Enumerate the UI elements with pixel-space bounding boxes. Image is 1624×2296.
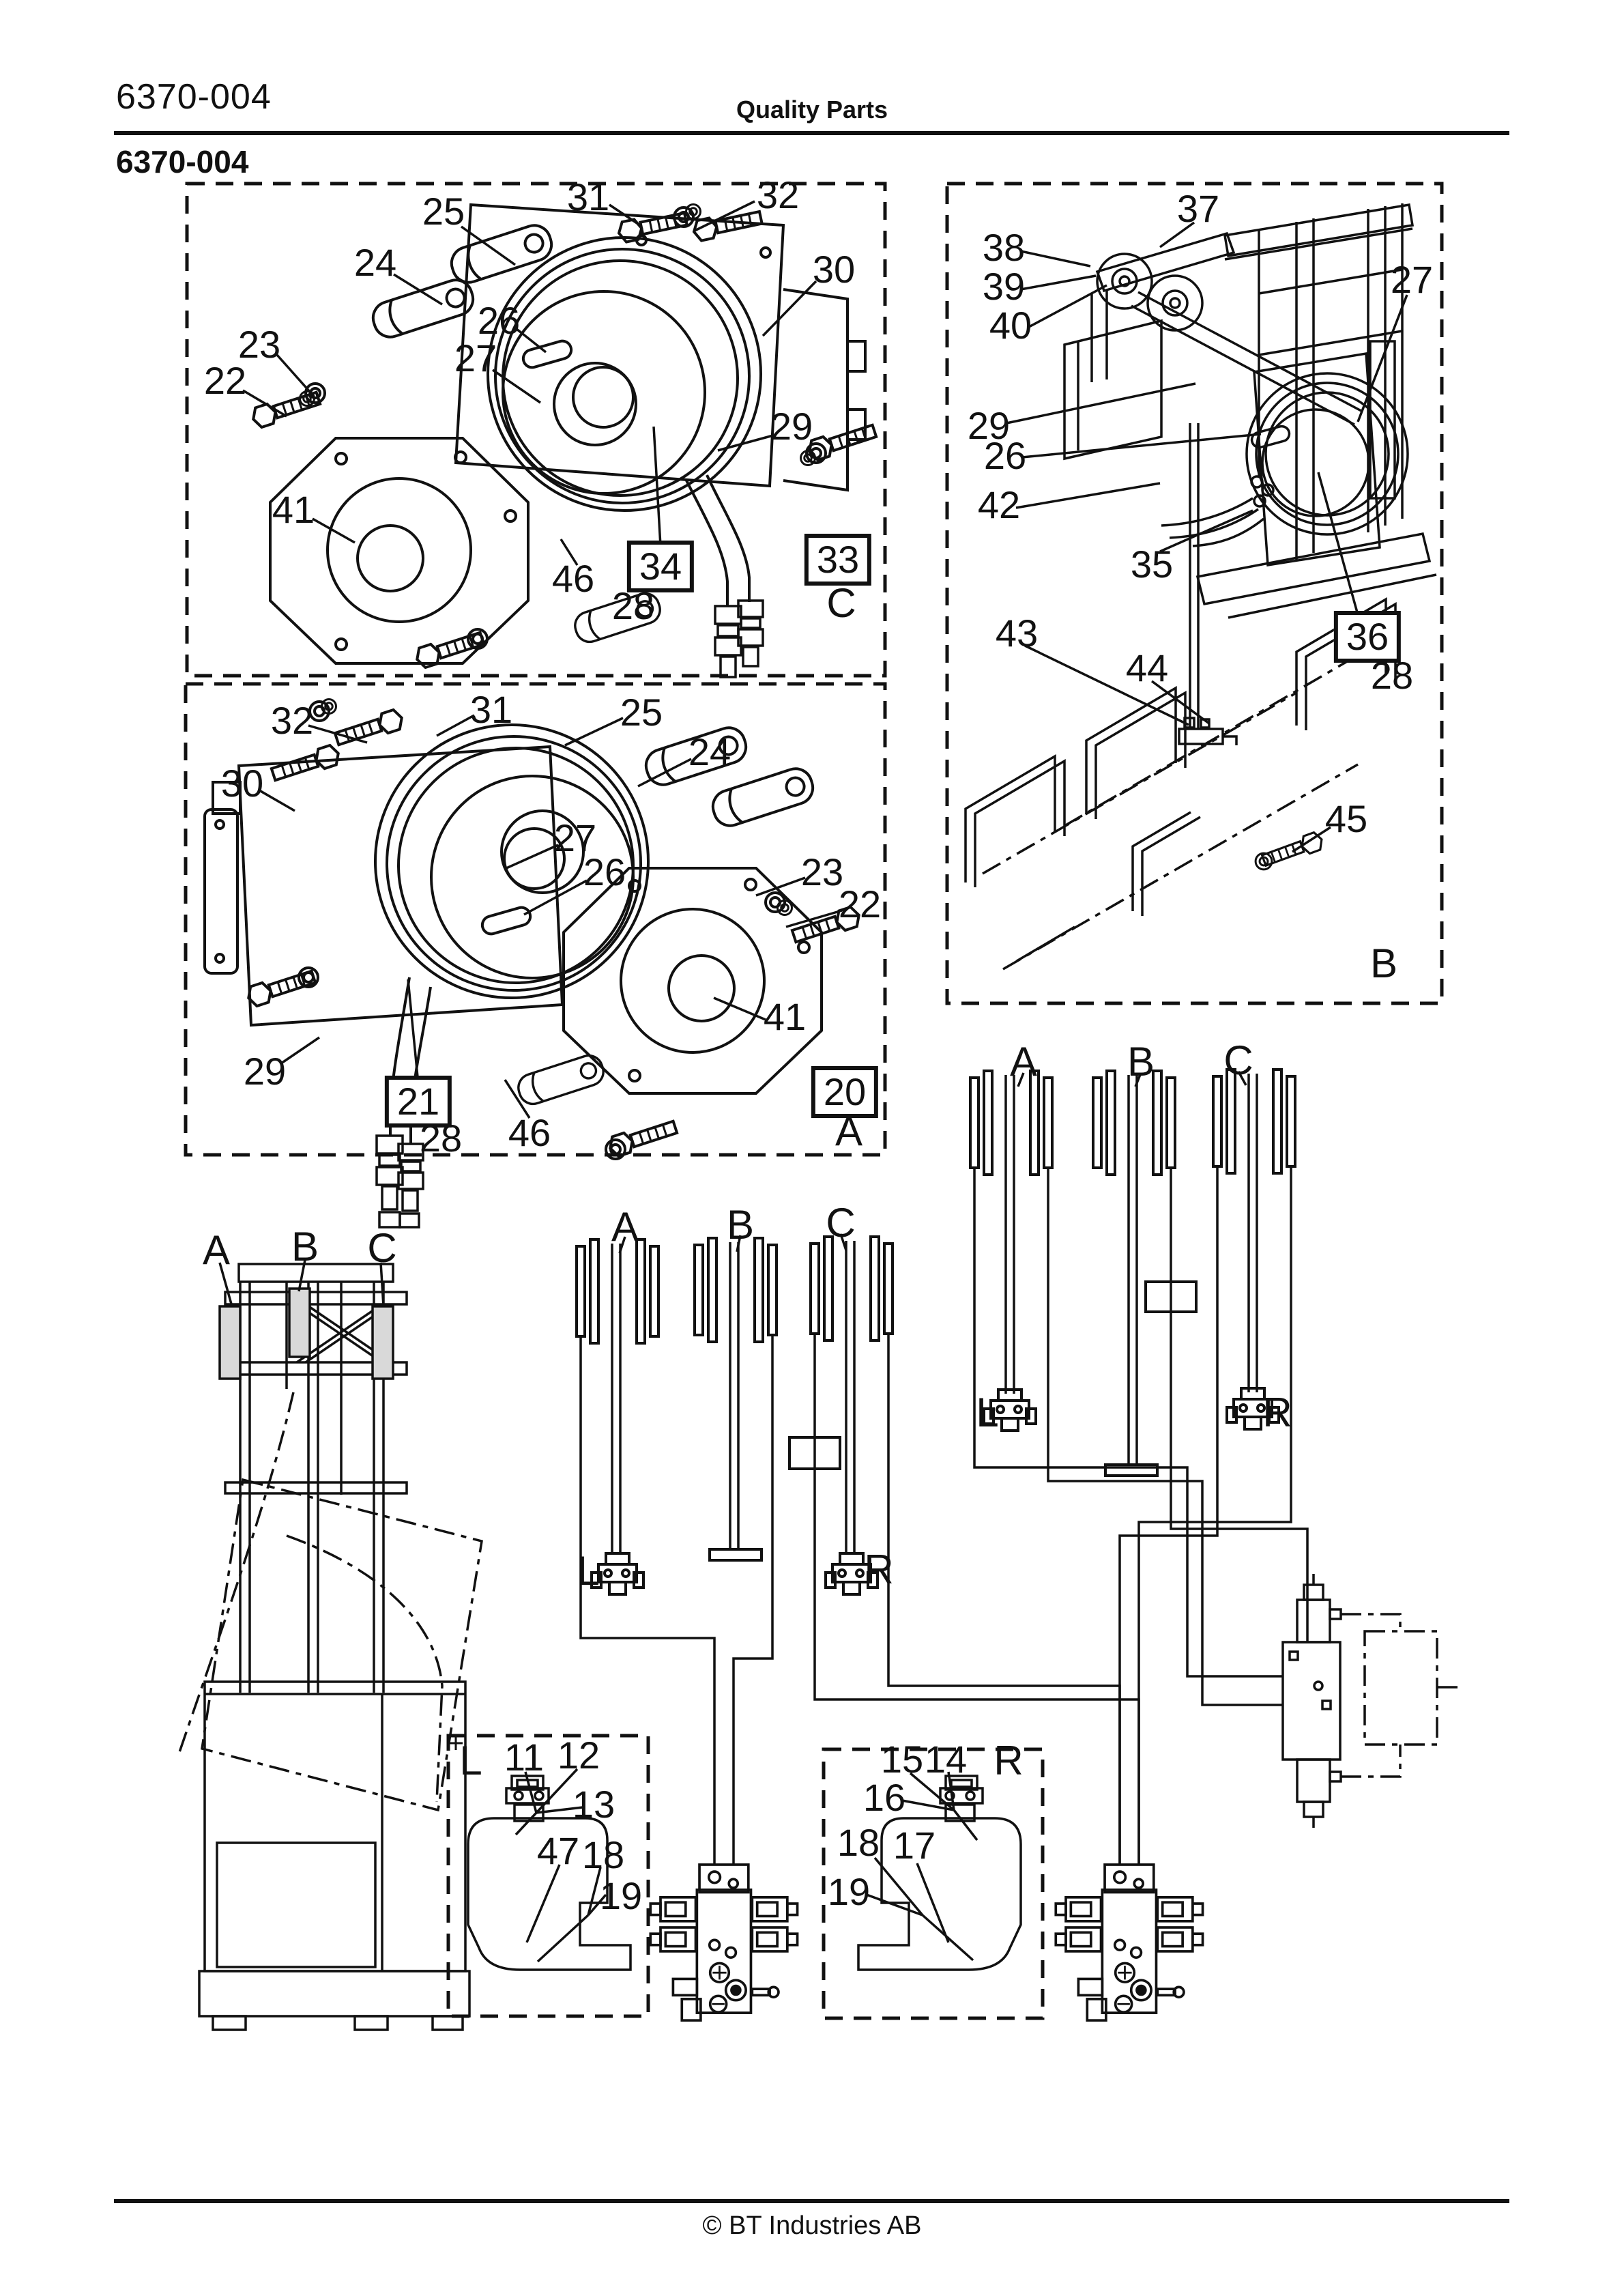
callout-40: 40 [989,304,1032,347]
callout-26: 26 [477,299,521,342]
zone-letter-A: A [835,1108,863,1154]
callout-16: 16 [862,1776,906,1819]
callout-45: 45 [1324,797,1368,840]
callout-11: 11 [504,1736,545,1779]
callout-12: 12 [557,1734,600,1777]
mast-diagram [218,1263,408,1693]
footer-copyright: © BT Industries AB [702,2211,922,2240]
page-title: Quality Parts [736,96,888,124]
callout-27: 27 [454,336,497,379]
callout-28: 28 [1370,654,1414,697]
callout-36: 36 [1333,611,1402,663]
panel-a-drawing [203,698,864,1229]
zone-letter-L: L [577,1548,600,1594]
panel-b-border [945,182,1444,1005]
zone-letter-B: B [291,1224,319,1269]
hose-group-right [969,1068,1309,1865]
callout-27: 27 [1390,258,1434,301]
callout-20: 20 [811,1066,879,1118]
callout-27: 27 [553,816,597,859]
callout-22: 22 [838,882,882,925]
zone-letter-B: B [1369,941,1398,986]
callout-31: 31 [566,175,610,218]
callout-30: 30 [220,762,264,805]
callout-39: 39 [982,265,1026,308]
zone-letter-A: A [1009,1039,1038,1085]
callout-25: 25 [620,691,663,734]
callout-21: 21 [384,1076,452,1128]
footer-rule [114,2199,1509,2203]
callout-14: 14 [924,1738,968,1781]
callout-29: 29 [967,404,1011,447]
bracket-right [857,1775,1022,1971]
detail-box-right-border [822,1747,1045,2020]
callout-29: 29 [770,405,813,448]
callout-37: 37 [1176,187,1220,230]
panel-c-border [185,182,887,678]
panel-borders [184,182,1444,2020]
leader-lines [218,200,1408,1963]
zone-letter-A: A [202,1227,231,1273]
zone-letter-B: B [726,1202,755,1248]
zone-letter-C: C [826,580,856,626]
zone-letter-R: R [864,1547,894,1592]
zone-letter-C: C [1223,1037,1253,1083]
panel-a-border [184,682,887,1157]
callout-23: 23 [800,850,844,893]
callout-13: 13 [572,1783,615,1826]
callout-43: 43 [995,612,1039,655]
panel-c-drawing [248,203,879,678]
callout-34: 34 [626,541,695,592]
callout-41: 41 [763,995,807,1038]
manifold-assembly [1281,1574,1462,1828]
callout-32: 32 [270,699,314,742]
callout-41: 41 [272,488,315,531]
zone-letter-A: A [611,1204,639,1250]
truck-side-view [177,1392,483,2031]
callout-38: 38 [982,226,1026,269]
callout-46: 46 [508,1111,551,1154]
zone-letter-L: L [459,1738,482,1783]
callout-33: 33 [804,534,872,586]
callout-47: 47 [536,1829,580,1872]
callout-25: 25 [422,190,465,233]
zone-letter-B: B [1127,1039,1155,1085]
callout-44: 44 [1125,646,1169,689]
callout-23: 23 [237,323,281,366]
callout-19: 19 [827,1870,871,1913]
callout-18: 18 [581,1833,625,1876]
zone-letter-C: C [826,1200,856,1246]
callout-26: 26 [983,434,1027,477]
callout-24: 24 [353,241,397,284]
section-code: 6370-004 [116,144,249,180]
callout-22: 22 [203,359,247,402]
zone-letter-R: R [994,1738,1024,1783]
callout-15: 15 [880,1738,924,1781]
zone-letter-L: L [976,1390,999,1435]
header-rule [114,131,1509,135]
callout-35: 35 [1130,543,1174,586]
callout-46: 46 [551,557,595,600]
callout-26: 26 [583,850,626,893]
callout-29: 29 [243,1050,287,1093]
zone-letter-R: R [1262,1390,1292,1435]
detail-box-left-border [446,1734,650,2018]
callout-24: 24 [688,730,731,773]
callout-28: 28 [419,1117,463,1160]
zone-letter-C: C [367,1225,397,1271]
callout-32: 32 [756,173,800,216]
doc-code: 6370-004 [116,77,272,117]
callout-28: 28 [611,584,655,627]
callout-18: 18 [837,1821,880,1864]
callout-31: 31 [469,688,513,731]
callout-19: 19 [599,1874,643,1917]
callout-17: 17 [893,1824,936,1867]
callout-30: 30 [812,248,856,291]
callout-42: 42 [977,483,1021,526]
